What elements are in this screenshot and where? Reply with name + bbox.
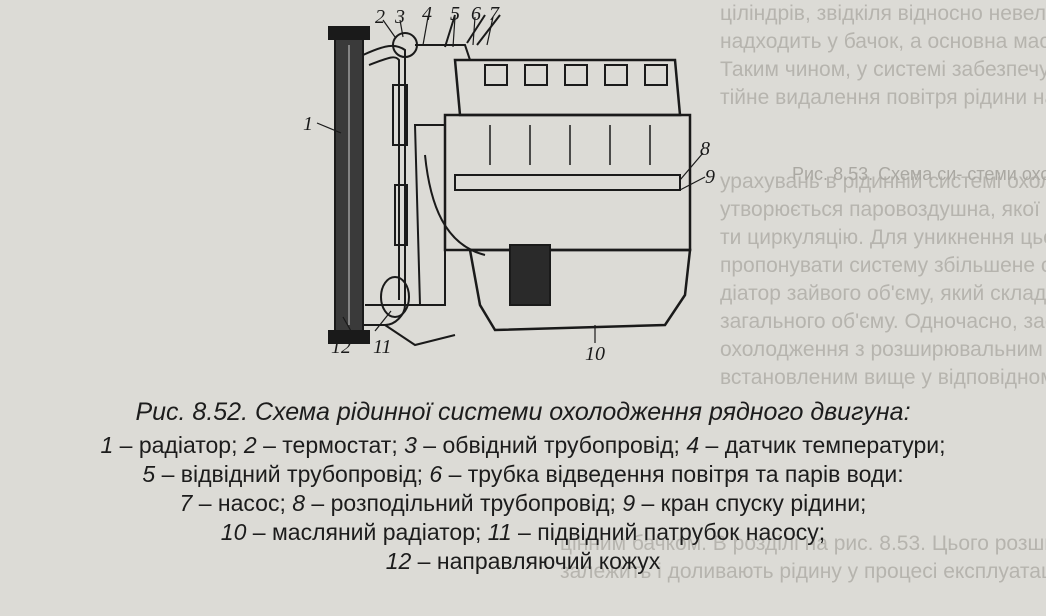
legend-number: 7 (179, 490, 193, 516)
caption-title: Рис. 8.52. Схема рідинної системи охолод… (135, 398, 911, 426)
callout-6: 6 (471, 5, 481, 25)
legend-text: – трубка відведення повітря та парів вод… (442, 461, 904, 487)
legend-number: 4 (686, 432, 700, 458)
legend-text: – датчик температури; (699, 432, 946, 458)
callout-4: 4 (422, 5, 432, 25)
legend-number: 8 (292, 490, 306, 516)
legend-text: – насос; (192, 490, 293, 516)
legend-text: – розподільний трубопровід; (305, 490, 623, 516)
legend-number: 10 (220, 519, 247, 545)
legend-number: 6 (429, 461, 443, 487)
callout-9: 9 (705, 166, 715, 188)
legend-text: – кран спуску рідини; (635, 490, 867, 516)
caption-legend-line: 10 – масляний радіатор; 11 – підвідний п… (0, 518, 1046, 547)
callout-1: 1 (303, 113, 313, 135)
legend-number: 11 (487, 519, 512, 545)
callout-5: 5 (450, 5, 460, 25)
callout-7: 7 (489, 5, 500, 25)
legend-text: – направляючий кожух (411, 548, 661, 574)
callout-12: 12 (331, 336, 351, 358)
legend-text: – підвідний патрубок насосу; (511, 519, 826, 545)
legend-text: – відвідний трубопровід; (155, 461, 430, 487)
legend-text: – термостат; (256, 432, 405, 458)
figure-caption: Рис. 8.52. Схема рідинної системи охолод… (0, 398, 1046, 576)
caption-legend-line: 12 – направляючий кожух (0, 547, 1046, 576)
legend-number: 2 (243, 432, 257, 458)
legend-number: 1 (100, 432, 114, 458)
caption-legend-line: 5 – відвідний трубопровід; 6 – трубка ві… (0, 460, 1046, 489)
callout-2: 2 (375, 6, 385, 28)
caption-legend: 1 – радіатор; 2 – термостат; 3 – обвідни… (0, 431, 1046, 576)
legend-number: 5 (142, 461, 156, 487)
cooling-system-diagram: 1 2 3 4 5 6 7 8 9 10 11 12 (303, 5, 715, 365)
adjacent-figure-caption: Рис. 8.53. Схема си- стеми охолодження з… (792, 164, 1046, 184)
legend-text: – обвідний трубопровід; (416, 432, 687, 458)
callout-8: 8 (700, 138, 710, 160)
caption-legend-line: 7 – насос; 8 – розподільний трубопровід;… (0, 489, 1046, 518)
legend-number: 12 (385, 548, 412, 574)
callout-11: 11 (373, 336, 392, 358)
legend-number: 9 (622, 490, 636, 516)
legend-text: – масляний радіатор; (246, 519, 488, 545)
caption-legend-line: 1 – радіатор; 2 – термостат; 3 – обвідни… (0, 431, 1046, 460)
radiator-shape (328, 26, 370, 344)
legend-number: 3 (404, 432, 417, 458)
legend-text: – радіатор; (113, 432, 244, 458)
bleed-through-text: ціліндрів, звідкіля відносно невелика її… (720, 2, 1046, 389)
callout-10: 10 (585, 343, 605, 365)
callout-3: 3 (394, 6, 405, 28)
